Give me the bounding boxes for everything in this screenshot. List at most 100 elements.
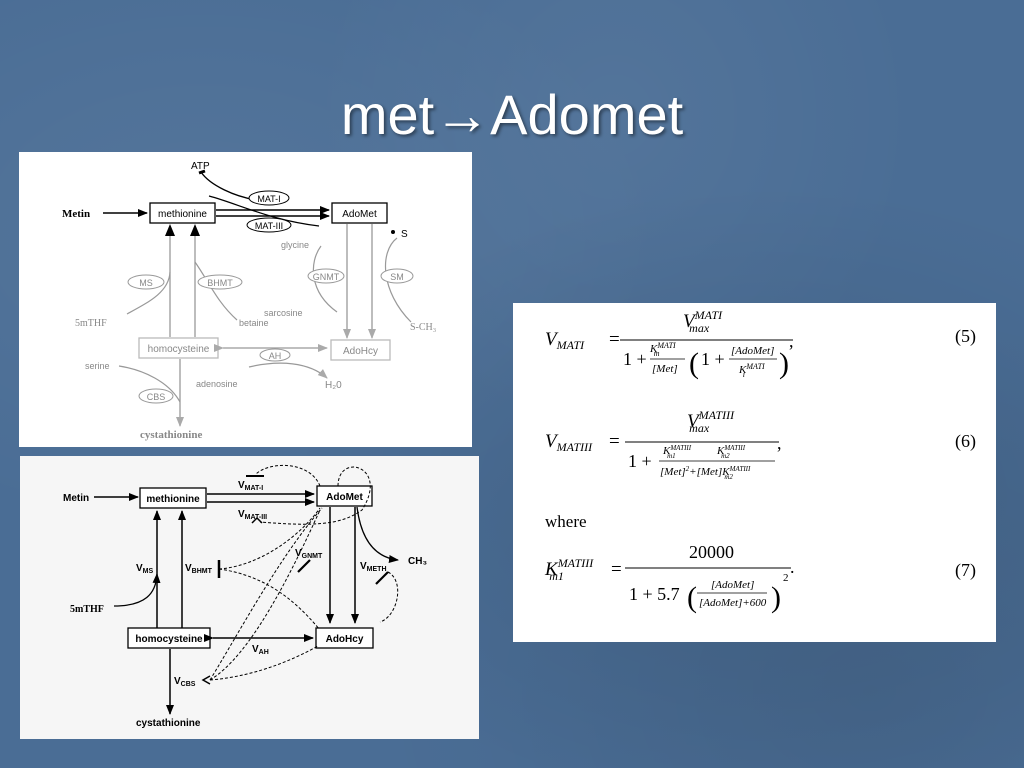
cbs-ellipse bbox=[138, 388, 174, 404]
metin-label: Metin bbox=[62, 208, 90, 220]
methionine-label: methionine bbox=[146, 494, 200, 505]
methionine-box bbox=[139, 487, 207, 509]
ah-ellipse bbox=[259, 348, 291, 362]
eq5-lhs: VMATI bbox=[545, 329, 585, 352]
sm-label: SM bbox=[390, 272, 404, 282]
eq7-number: (7) bbox=[955, 560, 976, 581]
eq7-equals: = bbox=[611, 559, 622, 580]
eq5-equals: = bbox=[609, 329, 620, 350]
homocysteine-label: homocysteine bbox=[148, 344, 210, 355]
adomet-to-cbs-reg bbox=[209, 509, 321, 681]
s-dot-icon bbox=[391, 230, 395, 234]
h2o-label: H₂0 bbox=[325, 380, 342, 391]
mat3-label: MAT-III bbox=[255, 221, 283, 231]
vmat3-label: VMAT-III bbox=[238, 509, 267, 521]
title-adomet: Adomet bbox=[490, 83, 684, 146]
vcbs-label: VCBS bbox=[174, 676, 196, 688]
ms-arc bbox=[126, 271, 171, 315]
mat1-label: MAT-I bbox=[257, 194, 280, 204]
adohcy-to-bhmt-reg bbox=[218, 568, 321, 631]
ms-arrowhead-icon bbox=[165, 224, 175, 236]
homocysteine-label: homocysteine bbox=[135, 634, 203, 645]
adohcy-label: AdoHcy bbox=[343, 346, 378, 357]
sarcosine-label: sarcosine bbox=[264, 308, 303, 318]
eq7-exponent: 2 bbox=[783, 572, 789, 584]
bhmt-arrowhead-icon bbox=[190, 224, 200, 236]
glycine-label: glycine bbox=[281, 240, 309, 250]
adomet-label: AdoMet bbox=[342, 209, 377, 220]
atp-label: ATP bbox=[191, 161, 210, 172]
gnmt-ellipse bbox=[307, 268, 345, 284]
methionine-label: methionine bbox=[158, 209, 207, 220]
vms-label: VMS bbox=[136, 563, 154, 575]
pathway-diagram: ATP Metin methionine AdoMet MAT-I MAT-II… bbox=[62, 161, 436, 441]
slide-title: met→Adomet bbox=[0, 82, 1024, 148]
adomet-label: AdoMet bbox=[326, 492, 363, 503]
ch3-label: CH₃ bbox=[408, 556, 427, 567]
adohcy-box bbox=[330, 339, 391, 361]
cystathionine-label: cystathionine bbox=[140, 429, 202, 441]
pathway-diagram-panel: ATP Metin methionine AdoMet MAT-I MAT-II… bbox=[19, 152, 472, 447]
methionine-box bbox=[149, 202, 216, 224]
adomet-box bbox=[331, 202, 388, 224]
adohcy-box bbox=[315, 627, 374, 649]
adomet-to-cbs-reg-2 bbox=[209, 507, 323, 681]
mat1-ellipse bbox=[248, 190, 290, 206]
sch3-label: S-CH₃ bbox=[410, 322, 436, 333]
eq7-frac-den: [AdoMet]+600 bbox=[699, 597, 767, 609]
cystathionine-label: cystathionine bbox=[136, 718, 201, 729]
adohcy-label: AdoHcy bbox=[326, 634, 364, 645]
title-met: met bbox=[340, 83, 435, 146]
vmat3-activate-icon bbox=[251, 516, 263, 524]
adenosine-arc bbox=[248, 362, 328, 379]
vmeth-inhibit-bar bbox=[375, 571, 389, 585]
eq5-paren-close: ) bbox=[779, 347, 789, 380]
fivemthf-arrow bbox=[113, 573, 161, 607]
eq7-period: . bbox=[790, 557, 795, 577]
serine-arc bbox=[118, 365, 181, 403]
atp-hook-icon bbox=[198, 169, 206, 175]
regulation-diagram: Metin methionine AdoMet VMAT-I VMAT-III … bbox=[63, 464, 427, 729]
mat3-ellipse bbox=[246, 217, 292, 233]
adohcy-to-cbs-reg bbox=[209, 645, 319, 681]
eq5-one: 1 + bbox=[623, 349, 647, 369]
bhmt-arc bbox=[194, 261, 238, 321]
fivemthf-label: 5mTHF bbox=[70, 604, 104, 615]
eq7-frac-num: [AdoMet] bbox=[711, 579, 754, 591]
adomet-to-bhmt-reg bbox=[218, 507, 321, 570]
atp-arc-lower bbox=[208, 195, 320, 227]
vmat1-label: VMAT-I bbox=[238, 480, 263, 492]
eq7-paren-close: ) bbox=[771, 581, 781, 614]
eq7-numerator: 20000 bbox=[689, 542, 734, 562]
eq5-met: [Met] bbox=[652, 363, 678, 375]
vbhmt-label: VBHMT bbox=[185, 563, 213, 575]
ah-label: AH bbox=[269, 351, 282, 361]
vmeth-label: VMETH bbox=[360, 561, 387, 573]
adomet-to-mat3-reg bbox=[259, 466, 371, 525]
vah-label: VAH bbox=[252, 644, 269, 656]
bhmt-label: BHMT bbox=[207, 278, 233, 288]
adomet-box bbox=[316, 485, 373, 507]
betaine-label: betaine bbox=[239, 318, 269, 328]
eq6-one: 1 + bbox=[628, 451, 652, 471]
regulation-diagram-panel: Metin methionine AdoMet VMAT-I VMAT-III … bbox=[20, 456, 479, 739]
eq6-comma: , bbox=[777, 433, 782, 453]
eq7-den-a: 1 + 5.7 bbox=[629, 584, 680, 604]
ms-ellipse bbox=[127, 274, 165, 290]
adomet-to-mat1-reg bbox=[255, 464, 321, 487]
s-label: S bbox=[401, 229, 408, 240]
ms-label: MS bbox=[139, 278, 153, 288]
vgnmt-inhibit-bar bbox=[297, 559, 311, 573]
vcbs-activate-icon bbox=[201, 675, 211, 685]
